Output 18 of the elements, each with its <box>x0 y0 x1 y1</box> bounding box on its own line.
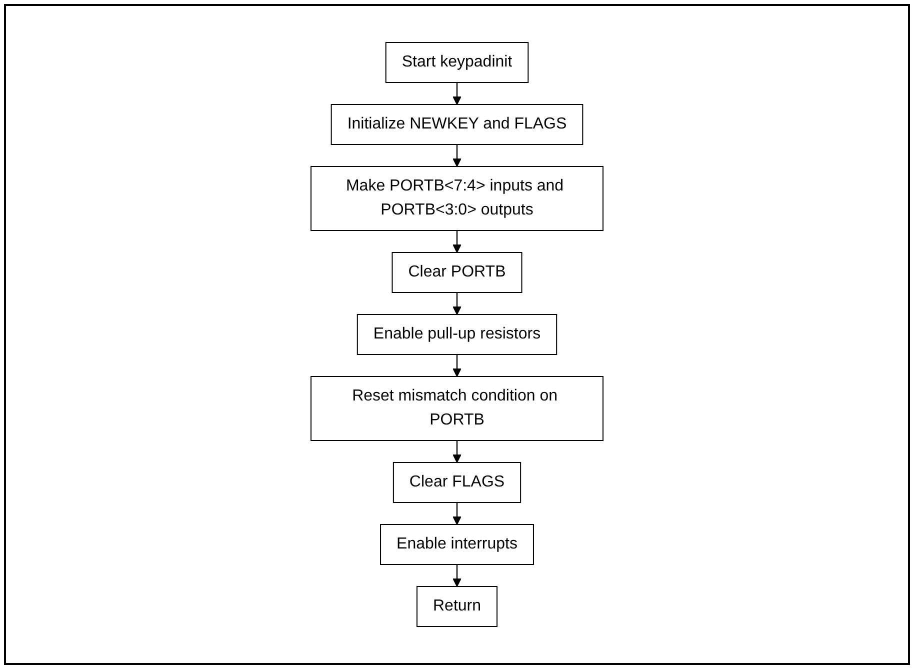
node-box <box>385 42 529 83</box>
arrow <box>452 292 462 315</box>
node-box <box>356 314 558 355</box>
node-box <box>416 586 498 627</box>
node-box <box>380 524 534 565</box>
arrow <box>452 502 462 525</box>
node-box <box>330 104 584 145</box>
arrow <box>452 230 462 253</box>
diagram-frame: Start keypadinit Initialize NEWKEY and FLAGS Make PORTB<7:4> inputs and PORTB<3:0> outputs Clear PORTB Enable pull-up resistors Reset mismatch condition on PORTB Clear FLAGS Enable interrupts Return <box>4 4 910 665</box>
arrow <box>452 144 462 167</box>
node-box <box>392 252 522 293</box>
arrow <box>452 564 462 587</box>
arrow <box>452 440 462 463</box>
arrow <box>452 82 462 105</box>
node-box <box>310 376 604 441</box>
arrow <box>452 354 462 377</box>
node-box <box>392 462 522 503</box>
node-box <box>310 166 604 231</box>
